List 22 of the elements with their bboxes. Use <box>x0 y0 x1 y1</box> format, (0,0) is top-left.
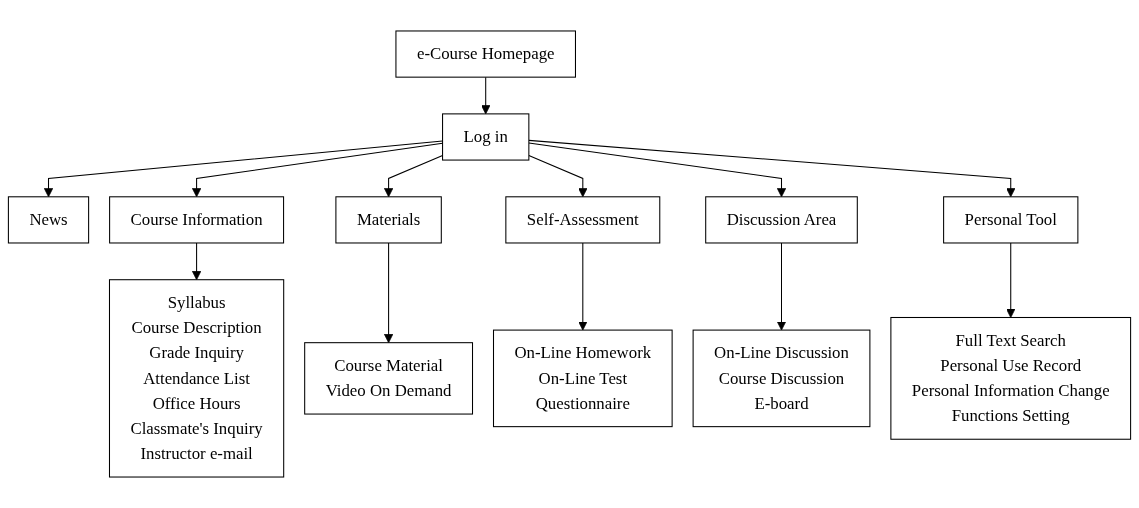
node-box: Course Material Video On Demand <box>304 342 474 415</box>
node-box: Discussion Area <box>705 196 858 244</box>
node-box: Materials <box>335 196 442 244</box>
node-box: Course Information <box>109 196 285 244</box>
arrow <box>1006 242 1016 318</box>
node-box: Full Text Search Personal Use Record Personal Information Change Functions Setting <box>890 316 1132 440</box>
node-box: e-Course Homepage <box>395 30 576 78</box>
arrow <box>528 142 787 198</box>
node-box: Log in <box>442 113 530 161</box>
arrow <box>191 242 202 281</box>
node-box: Personal Tool <box>943 196 1079 244</box>
arrow <box>776 242 787 331</box>
arrow <box>528 154 588 198</box>
node-box: Syllabus Course Description Grade Inquiry Attendance List Office Hours Classmate's Inquiry Instructor e-mail <box>108 279 285 478</box>
node-box: News <box>7 196 90 244</box>
arrow <box>384 242 394 344</box>
node-box: On-Line Homework On-Line Test Questionnaire <box>492 329 673 428</box>
node-box: Self-Assessment <box>505 196 661 244</box>
arrow <box>528 139 1016 198</box>
arrow <box>481 76 491 115</box>
node-box: On-Line Discussion Course Discussion E-board <box>692 329 871 428</box>
arrow <box>578 242 588 331</box>
